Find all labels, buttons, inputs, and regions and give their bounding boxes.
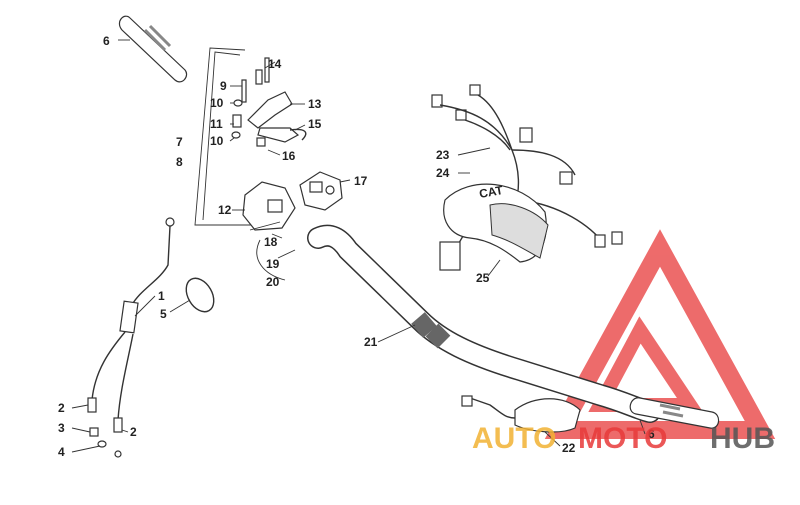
- callout-12: 12: [218, 203, 232, 217]
- leader-lines: [71, 39, 646, 453]
- callout-15: 15: [308, 117, 322, 131]
- callout-9: 9: [220, 79, 227, 93]
- callout-24: 24: [436, 166, 450, 180]
- watermark-auto: AUTO: [472, 422, 556, 455]
- callout-16: 16: [282, 149, 296, 163]
- callout-25: 25: [476, 271, 490, 285]
- callout-6: 6: [103, 34, 110, 48]
- handlebar-pad: CAT: [443, 183, 549, 263]
- switch-housing: [242, 181, 296, 231]
- grip-left: [118, 15, 188, 83]
- callout-23: 23: [436, 148, 450, 162]
- callout-17: 17: [354, 174, 368, 188]
- callout-13: 13: [308, 97, 322, 111]
- callout-18: 18: [264, 235, 278, 249]
- watermark-hub: HUB: [710, 422, 775, 455]
- grip-right: [629, 397, 720, 429]
- callout-11: 11: [210, 117, 223, 131]
- callout-20: 20: [266, 275, 280, 289]
- callout-19: 19: [266, 257, 280, 271]
- watermark-text: AUTO MOTO HUB: [472, 422, 775, 455]
- callout-6-b: 6: [648, 427, 655, 441]
- clip: [185, 277, 215, 313]
- right-switch: [461, 395, 581, 433]
- callout-14: 14: [268, 57, 282, 71]
- callout-8: 8: [176, 155, 183, 169]
- callout-3: 3: [58, 421, 65, 435]
- callout-1: 1: [158, 289, 165, 303]
- callout-22: 22: [562, 441, 576, 455]
- callouts: 6 14 9 10 13 11 15 10 7 8 16 17 12 18 19…: [58, 34, 655, 459]
- bracket-lines: [194, 47, 255, 226]
- watermark-moto: MOTO: [578, 422, 667, 455]
- handlebar: [307, 224, 661, 423]
- callout-2-b: 2: [130, 425, 137, 439]
- switch-housing-right: [299, 171, 343, 211]
- callout-5: 5: [160, 307, 167, 321]
- throttle-lever: [247, 91, 307, 143]
- callout-4: 4: [58, 445, 65, 459]
- callout-2: 2: [58, 401, 65, 415]
- hardware-parts: [231, 57, 270, 147]
- callout-7: 7: [176, 135, 183, 149]
- emblem-text: CAT: [478, 183, 505, 201]
- callout-10-b: 10: [210, 134, 224, 148]
- wiring-harness: [431, 84, 623, 271]
- callout-21: 21: [364, 335, 378, 349]
- throttle-cable: [87, 217, 175, 458]
- callout-10: 10: [210, 96, 224, 110]
